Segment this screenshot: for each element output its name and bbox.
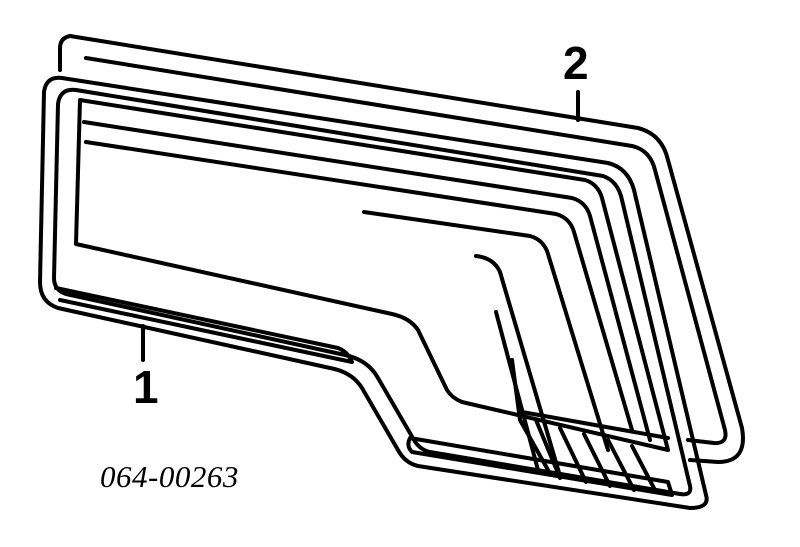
- seal-outer-edge: [68, 34, 745, 464]
- reflection-line-12: [520, 410, 670, 440]
- reflection-line-3: [362, 210, 610, 452]
- frame-bottom-strip-left: [54, 286, 354, 364]
- callout-label-2: 2: [563, 37, 589, 89]
- reflection-line-9: [582, 432, 612, 488]
- reflection-line-1: [82, 120, 652, 442]
- seal-inner-edge: [84, 56, 728, 446]
- reflection-line-7: [534, 418, 562, 480]
- part-number: 064-00263: [100, 459, 239, 494]
- reflection-line-6: [510, 358, 550, 472]
- frame-bottom-strip-right: [406, 436, 674, 497]
- reflection-line-2: [84, 140, 634, 432]
- reflection-line-10: [606, 438, 636, 492]
- glass-frame-part-1: [38, 75, 709, 510]
- callout-label-1: 1: [133, 361, 159, 413]
- reflection-line-4: [474, 254, 562, 478]
- glass-pane: [74, 98, 670, 494]
- reflection-line-8: [558, 426, 588, 484]
- seal-outline-part-2: [58, 34, 745, 464]
- frame-outer-edge: [38, 75, 709, 510]
- seal-top-left-corner: [58, 34, 72, 72]
- reflection-line-11: [630, 444, 658, 494]
- pane-outline: [74, 98, 670, 452]
